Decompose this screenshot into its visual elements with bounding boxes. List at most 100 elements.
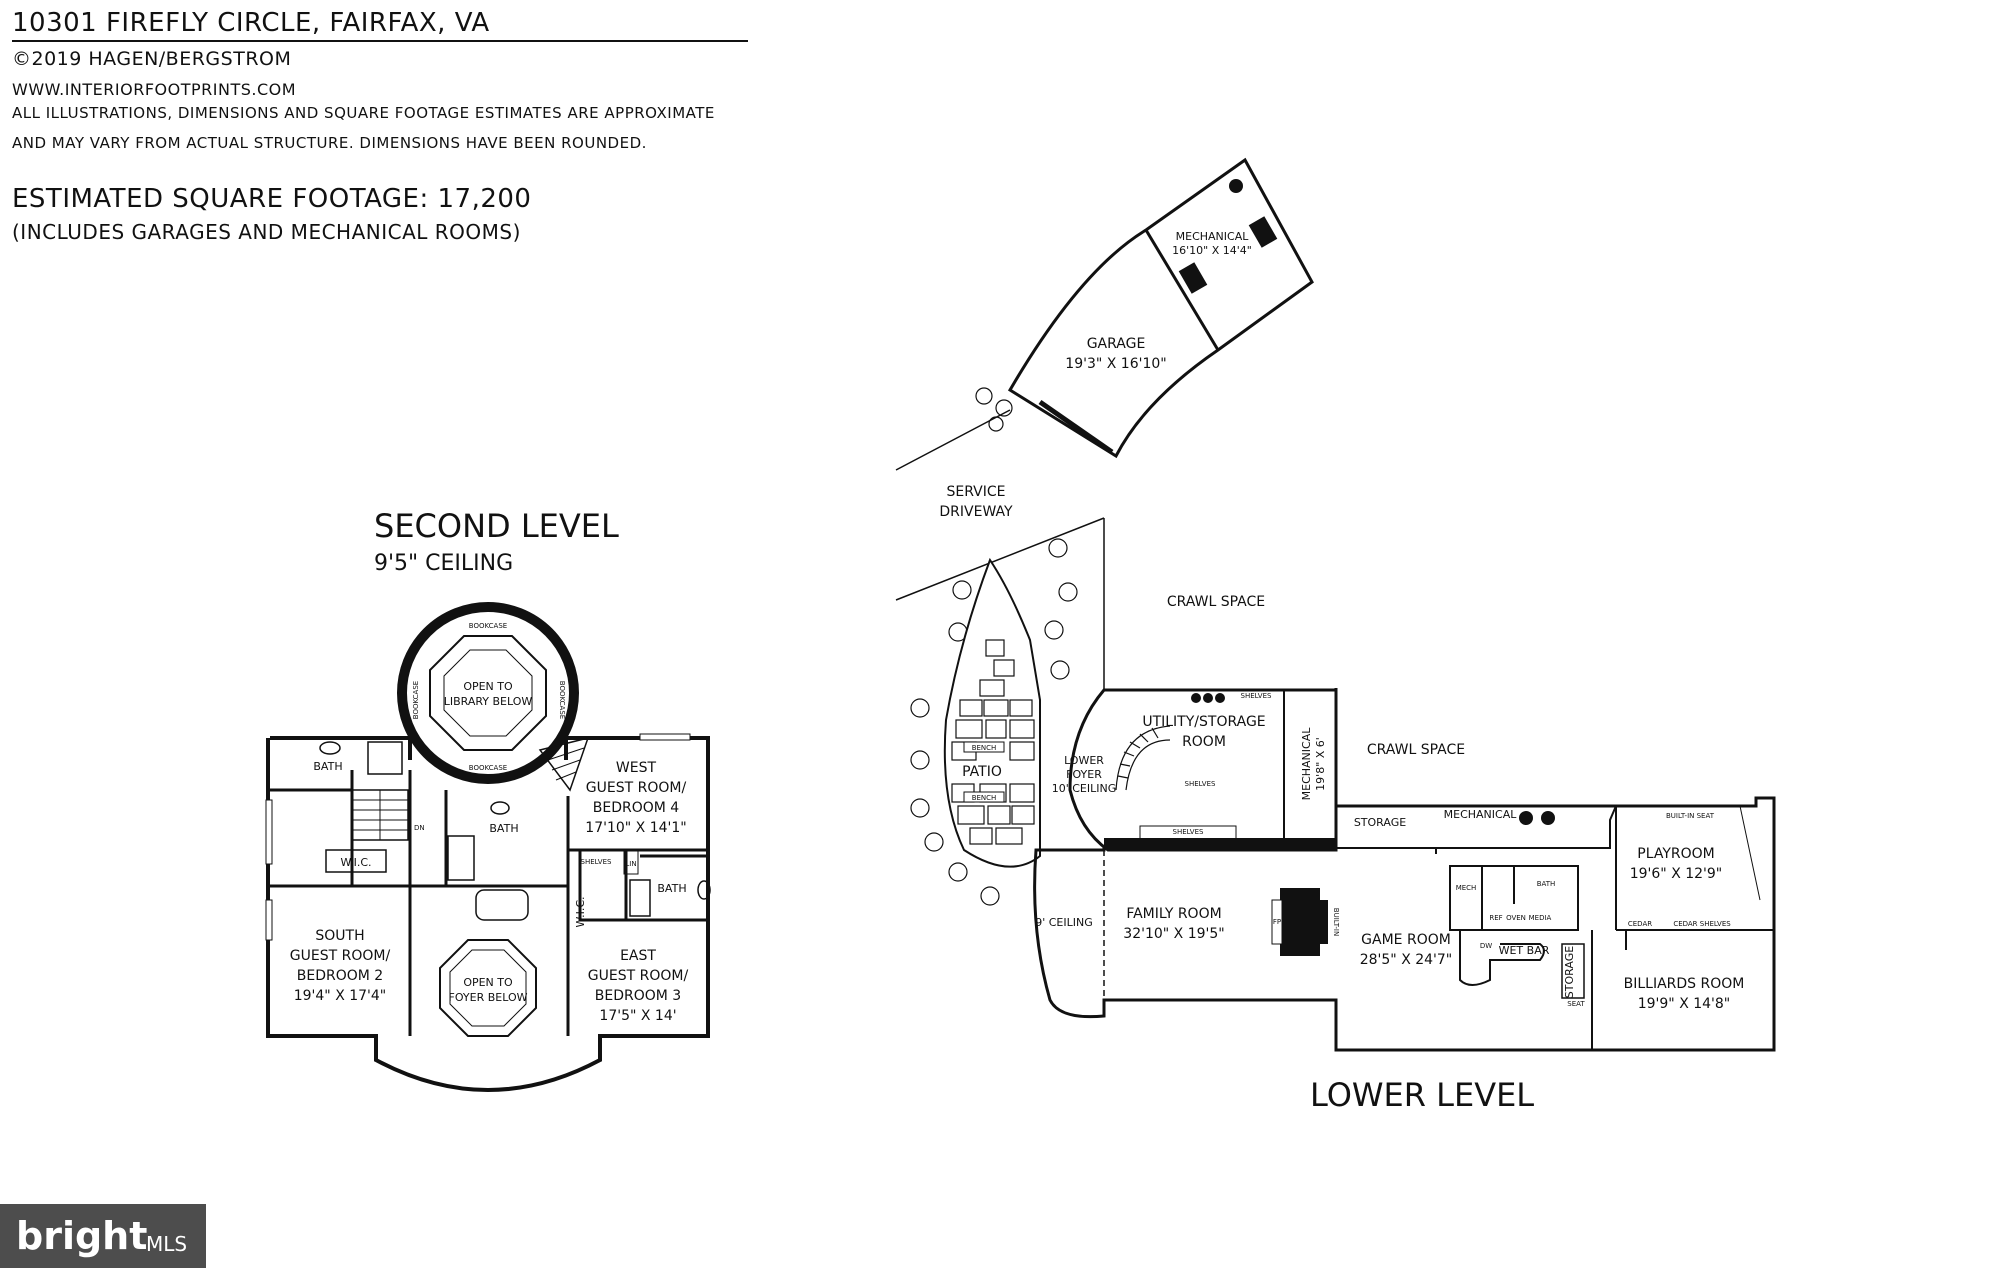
lower-interior-walls-2 [1591,806,1774,1050]
header-rule [12,40,748,42]
mechanical-mid-unit-1 [1519,811,1533,825]
south-room-label-3: BEDROOM 2 [297,968,383,984]
cedar-label: CEDAR [1628,920,1652,928]
utility-dot-1 [1191,693,1201,703]
window-hatches-second [265,733,691,941]
west-room-label-3: BEDROOM 4 [593,800,680,816]
foyer-label-2: FOYER BELOW [449,991,528,1004]
wic-south-box [325,849,387,873]
mechanical-top-label: MECHANICAL [1176,230,1250,243]
website-link[interactable]: WWW.INTERIORFOOTPRINTS.COM [12,80,297,99]
lower-foyer-label-2: FOYER [1066,768,1102,781]
storage-label: STORAGE [1354,816,1406,829]
mechanical-side-label: MECHANICAL [1300,727,1313,801]
east-room-label-2: GUEST ROOM/ [588,968,689,984]
stair-second-level [351,789,409,841]
south-room-label-1: SOUTH [315,928,364,944]
driveway-edges [895,409,1105,601]
garage-outline [1007,157,1314,459]
address-title: 10301 FIREFLY CIRCLE, FAIRFAX, VA [12,8,490,38]
library-opening [443,649,533,737]
bookcase-label-top: BOOKCASE [469,622,507,630]
east-room-label-1: EAST [620,948,656,964]
copyright-text: ©2019 HAGEN/BERGSTROM [12,48,292,70]
family-room-label: FAMILY ROOM [1126,906,1221,922]
west-room-label-1: WEST [616,760,657,776]
cedar-shelves-label: CEDAR SHELVES [1673,920,1731,928]
south-room-label-2: GUEST ROOM/ [290,948,391,964]
foyer-railing [439,939,537,1037]
east-room-dimensions: 17'5" X 14' [599,1008,676,1024]
sink-center [490,801,510,815]
bath-nw-label: BATH [313,760,342,773]
bath-east-label: BATH [657,882,686,895]
garage-door [1038,399,1114,455]
wet-bar-counter [1459,930,1545,986]
mechanical-unit-1 [1248,216,1278,248]
billiards-label: BILLIARDS ROOM [1624,976,1745,992]
second-level-ceiling: 9'5" CEILING [374,551,513,576]
garage-mechanical-wall [1144,229,1220,351]
disclaimer-line-2: AND MAY VARY FROM ACTUAL STRUCTURE. DIME… [12,134,647,152]
foyer-utility-outline [1068,688,1338,852]
storage-closet [1561,943,1585,999]
bookcase-label-bottom: BOOKCASE [469,764,507,772]
media-label: MEDIA [1529,914,1552,922]
patio-bench-1 [963,741,1005,753]
bench-label-1: BENCH [972,744,997,752]
lower-foyer-label-3: 10' CEILING [1052,782,1117,795]
patio-outline [943,557,1041,868]
disclaimer-line-1: ALL ILLUSTRATIONS, DIMENSIONS AND SQUARE… [12,104,715,122]
game-room-label: GAME ROOM [1361,932,1451,948]
lower-interior-walls-1 [1335,805,1617,854]
utility-dot-2 [1203,693,1213,703]
library-railing [429,635,547,751]
stair-west [538,736,590,792]
built-in-label: BUILT-IN [1332,908,1340,936]
wic-south-label: W.I.C. [340,856,371,869]
bath-mech-block [1449,865,1579,931]
bookcase-label-right: BOOKCASE [558,681,566,719]
lower-level-plan: LOWER LEVEL MECHANICAL 16'10" X 14'4" GA… [895,157,1776,1114]
mechanical-unit-3 [1229,179,1243,193]
garage-dimensions: 19'3" X 16'10" [1065,356,1166,372]
patio-label: PATIO [962,764,1002,780]
fireplace-hearth [1271,899,1283,945]
logo-suffix: MLS [146,1232,188,1256]
lin-label: LIN [625,860,636,868]
playroom-built-in [1632,805,1761,901]
playroom-label: PLAYROOM [1637,846,1714,862]
garage-label: GARAGE [1087,336,1146,352]
shelves-label-bottom: SHELVES [1173,828,1204,836]
game-room-dimensions: 28'5" X 24'7" [1360,952,1453,968]
bath-lower-label: BATH [1537,880,1556,888]
second-level-outer-wall [266,736,710,1092]
library-label-1: OPEN TO [463,680,513,693]
west-room-dimensions: 17'10" X 14'1" [585,820,686,836]
foyer-opening [449,949,527,1027]
utility-label-2: ROOM [1182,734,1226,750]
crawl-space-label-2: CRAWL SPACE [1367,742,1465,758]
foyer-stair [1115,725,1171,791]
shower-east [629,879,651,917]
mechanical-side-dimensions: 19'8" X 6' [1314,737,1327,791]
foyer-bearing-wall [1104,838,1336,848]
south-room-dimensions: 19'4" X 17'4" [294,988,387,1004]
shelves-label-utility: SHELVES [1241,692,1272,700]
lower-main-outline [1033,796,1776,1052]
mech-label: MECH [1456,884,1477,892]
playroom-dimensions: 19'6" X 12'9" [1630,866,1723,882]
bench-label-2: BENCH [972,794,997,802]
rotunda-wall [397,602,579,784]
bathtub-center [475,889,529,921]
stair-dn-label: DN [414,824,425,832]
foyer-label-1: OPEN TO [463,976,513,989]
landscape-shrubs [910,387,1078,906]
storage-vertical-label: STORAGE [1563,946,1576,998]
wic-east-label: W.I.C. [574,896,587,927]
driveway-label-1: SERVICE [946,484,1005,500]
mechanical-side-wall [1280,688,1338,850]
ref-label: REF [1489,914,1502,922]
square-footage-note: (INCLUDES GARAGES AND MECHANICAL ROOMS) [12,220,521,244]
